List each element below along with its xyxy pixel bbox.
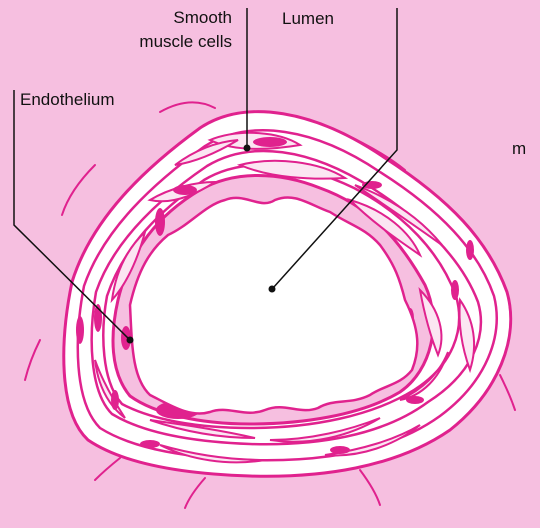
endothelium-lining [130,197,417,413]
label-endothelium: Endothelium [20,88,115,112]
lumen-endpoint [269,286,276,293]
endothelium-endpoint [127,337,134,344]
label-partial-right: m [512,137,526,161]
smooth-muscle-endpoint [244,145,251,152]
label-lumen: Lumen [282,7,334,31]
